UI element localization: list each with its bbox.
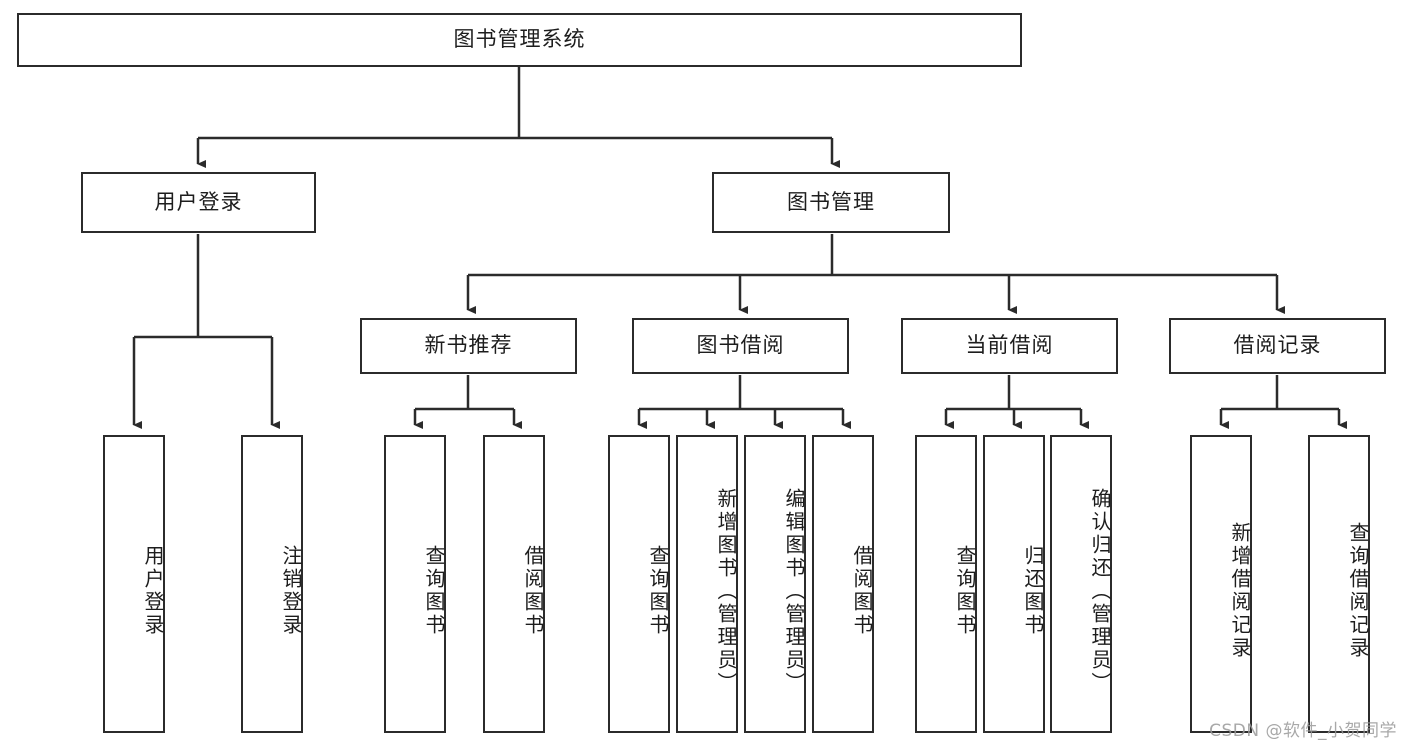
leaf-user-login[interactable]: 用户登录 — [103, 435, 165, 733]
node-borrow-record[interactable]: 借阅记录 — [1169, 318, 1386, 374]
node-label: 借阅图书 — [521, 545, 545, 637]
node-current-borrow[interactable]: 当前借阅 — [901, 318, 1118, 374]
node-label: 借阅记录 — [1233, 333, 1322, 358]
node-label: 借阅图书 — [850, 545, 874, 637]
node-label: 用户登录 — [141, 545, 165, 637]
leaf-confirm-return-admin[interactable]: 确认归还（管理员） — [1050, 435, 1112, 733]
node-label: 新书推荐 — [424, 333, 513, 358]
leaf-query-book-borrow[interactable]: 查询图书 — [608, 435, 670, 733]
leaf-query-book-recommend[interactable]: 查询图书 — [384, 435, 446, 733]
node-label: 新增图书（管理员） — [714, 487, 738, 695]
leaf-add-book-admin[interactable]: 新增图书（管理员） — [676, 435, 738, 733]
node-book-manage[interactable]: 图书管理 — [712, 172, 950, 233]
leaf-query-book-current[interactable]: 查询图书 — [915, 435, 977, 733]
node-book-borrow[interactable]: 图书借阅 — [632, 318, 849, 374]
node-label: 确认归还（管理员） — [1088, 487, 1112, 695]
leaf-add-borrow-record[interactable]: 新增借阅记录 — [1190, 435, 1252, 733]
node-label: 用户登录 — [154, 189, 243, 214]
node-label: 查询图书 — [646, 545, 670, 637]
leaf-query-borrow-record[interactable]: 查询借阅记录 — [1308, 435, 1370, 733]
node-label: 查询借阅记录 — [1346, 522, 1370, 660]
leaf-borrow-book-recommend[interactable]: 借阅图书 — [483, 435, 545, 733]
leaf-return-book[interactable]: 归还图书 — [983, 435, 1045, 733]
leaf-edit-book-admin[interactable]: 编辑图书（管理员） — [744, 435, 806, 733]
node-label: 注销登录 — [279, 545, 303, 637]
node-label: 新增借阅记录 — [1228, 522, 1252, 660]
leaf-logout[interactable]: 注销登录 — [241, 435, 303, 733]
node-label: 查询图书 — [422, 545, 446, 637]
node-user-login[interactable]: 用户登录 — [81, 172, 316, 233]
node-label: 查询图书 — [953, 545, 977, 637]
node-label: 图书管理系统 — [453, 27, 586, 52]
node-label: 当前借阅 — [965, 333, 1054, 358]
leaf-borrow-book[interactable]: 借阅图书 — [812, 435, 874, 733]
node-label: 图书借阅 — [696, 333, 785, 358]
node-root-system[interactable]: 图书管理系统 — [17, 13, 1022, 67]
node-label: 编辑图书（管理员） — [782, 487, 806, 695]
node-new-book-recommend[interactable]: 新书推荐 — [360, 318, 577, 374]
node-label: 归还图书 — [1021, 545, 1045, 637]
node-label: 图书管理 — [787, 189, 875, 214]
